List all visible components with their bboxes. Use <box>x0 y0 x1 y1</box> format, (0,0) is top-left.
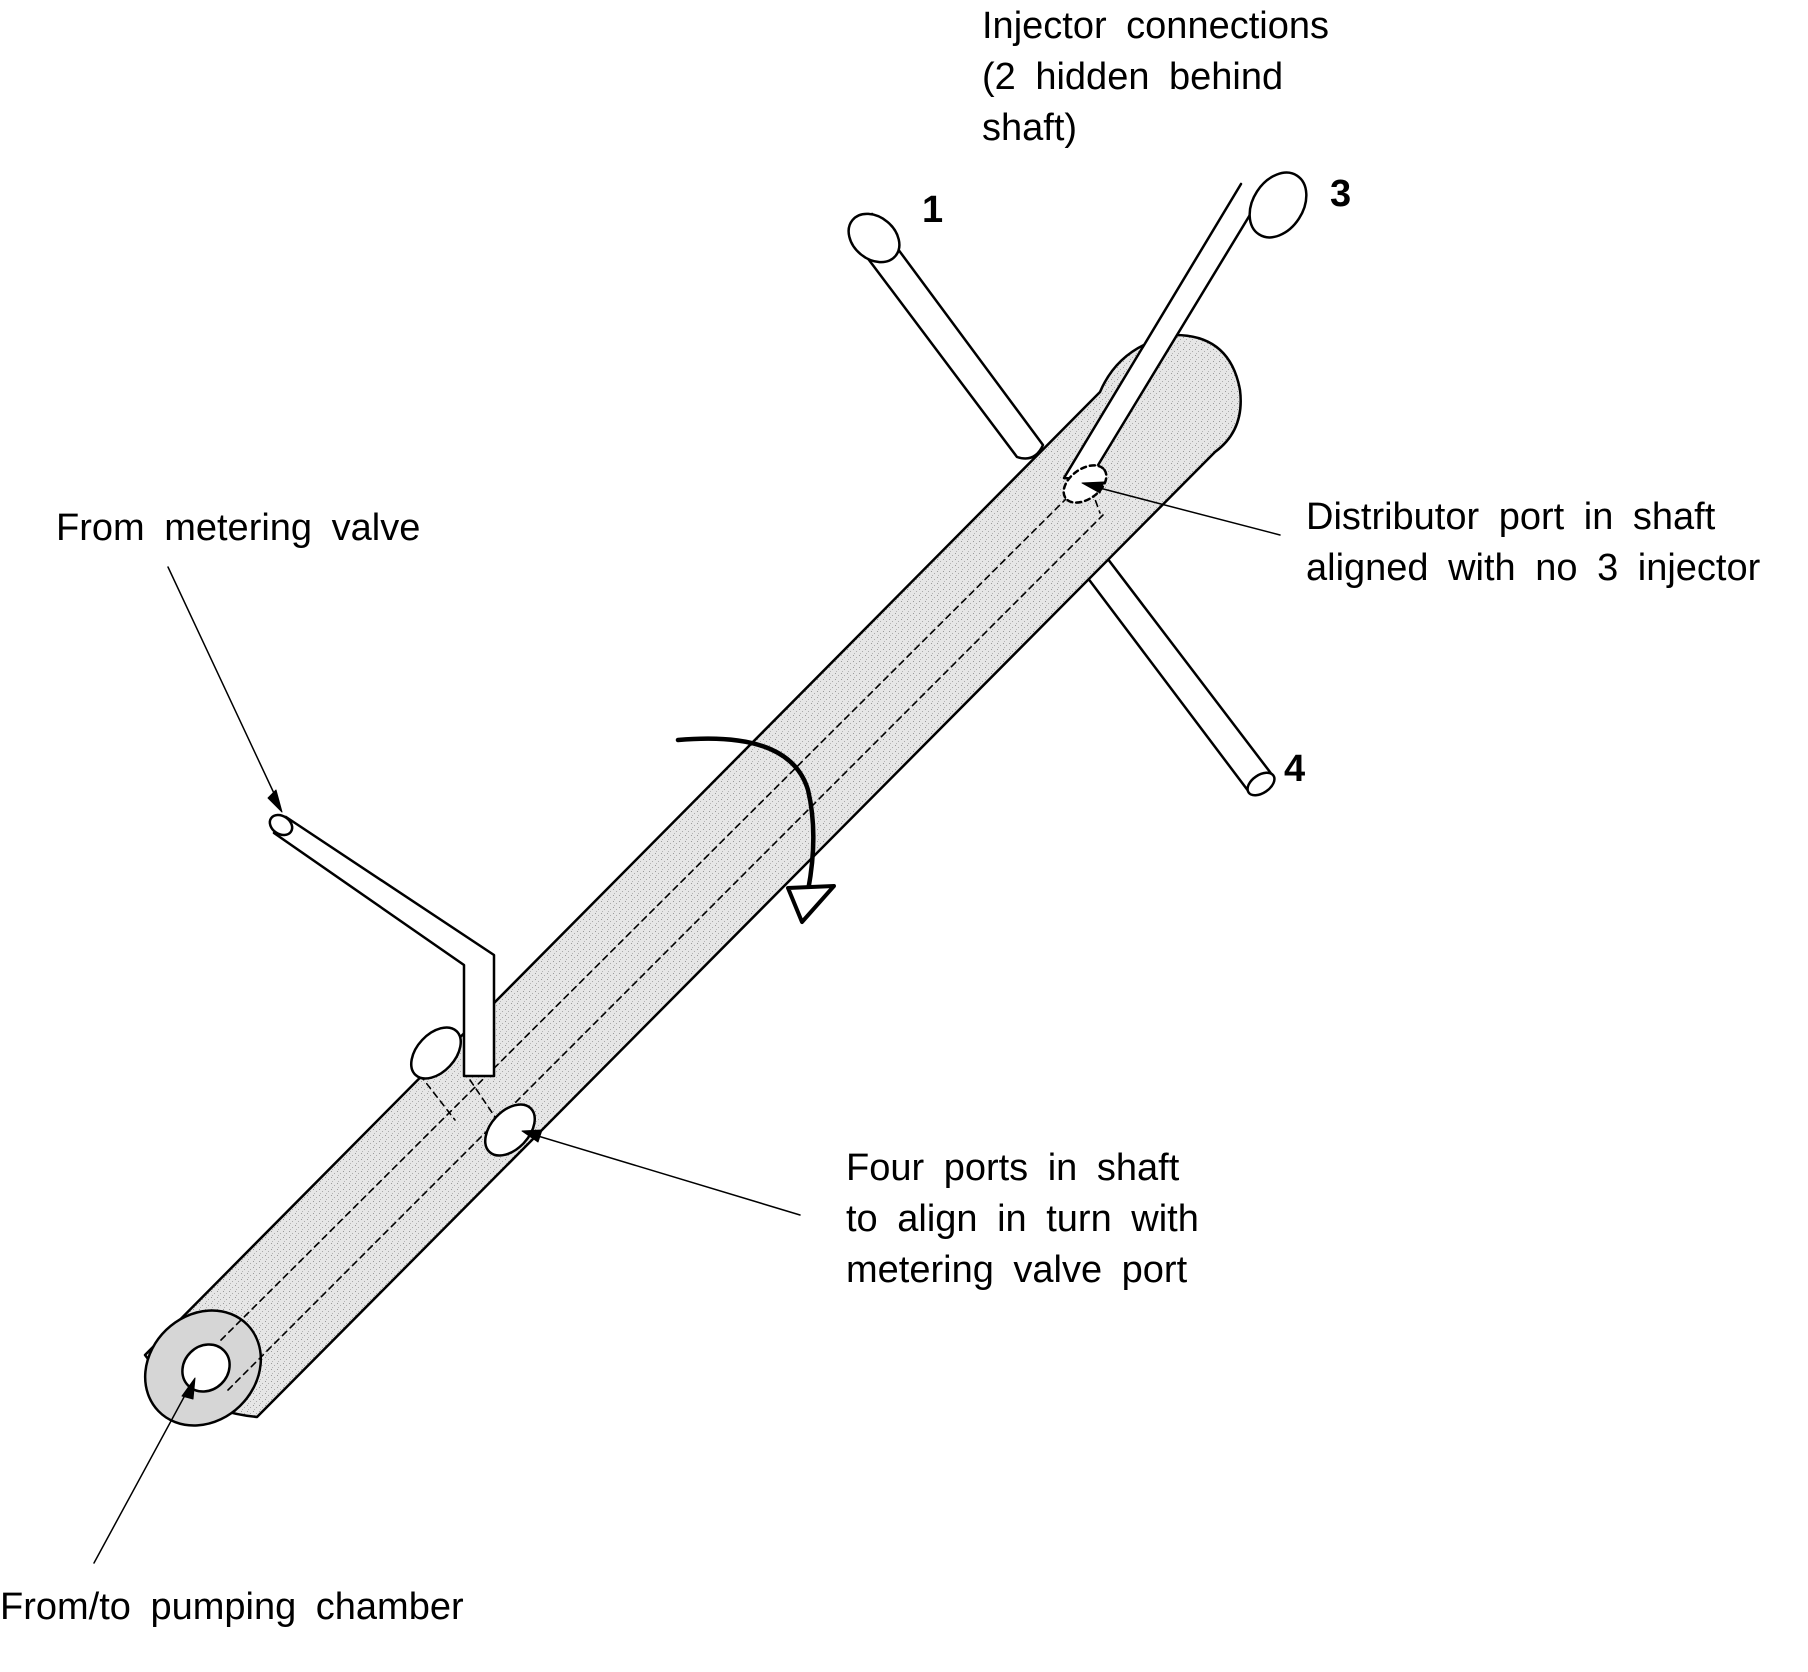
label-line: Injector connections <box>982 5 1329 47</box>
injector-pipe-4 <box>1076 548 1276 797</box>
leader-pumping-chamber <box>93 1385 191 1564</box>
injector-number-1: 1 <box>922 189 944 231</box>
label-line: shaft) <box>982 107 1078 149</box>
label-four-ports: Four ports in shaft to align in turn wit… <box>846 1143 1199 1296</box>
shaft-port-upper <box>410 1026 462 1080</box>
leader-arrowheads <box>181 481 1105 1400</box>
label-line: Four ports in shaft <box>846 1147 1180 1189</box>
leader-distributor-port <box>1087 484 1281 536</box>
leader-lines <box>93 484 1281 1564</box>
rotation-arrow-icon <box>675 736 836 924</box>
leader-four-ports <box>527 1132 801 1216</box>
label-line: From metering valve <box>56 507 421 549</box>
label-pumping-chamber: From/to pumping chamber <box>0 1582 464 1633</box>
label-line: (2 hidden behind <box>982 56 1284 98</box>
shaft-port-lower <box>484 1103 536 1157</box>
label-injector-connections: Injector connections (2 hidden behind sh… <box>982 1 1329 154</box>
label-line: From/to pumping chamber <box>0 1586 464 1628</box>
label-distributor-port: Distributor port in shaft aligned with n… <box>1306 492 1760 594</box>
label-line: aligned with no 3 injector <box>1306 547 1761 589</box>
label-line: Distributor port in shaft <box>1306 496 1716 538</box>
injector-pipe-1 <box>847 212 1045 460</box>
metering-valve-pipe <box>268 813 496 1078</box>
leader-metering-valve <box>167 566 280 805</box>
label-from-metering-valve: From metering valve <box>56 503 420 554</box>
label-line: metering valve port <box>846 1249 1188 1291</box>
distributor-shaft <box>143 333 1242 1419</box>
injector-number-3: 3 <box>1330 173 1352 215</box>
label-line: to align in turn with <box>846 1198 1199 1240</box>
injector-number-4: 4 <box>1284 748 1306 790</box>
